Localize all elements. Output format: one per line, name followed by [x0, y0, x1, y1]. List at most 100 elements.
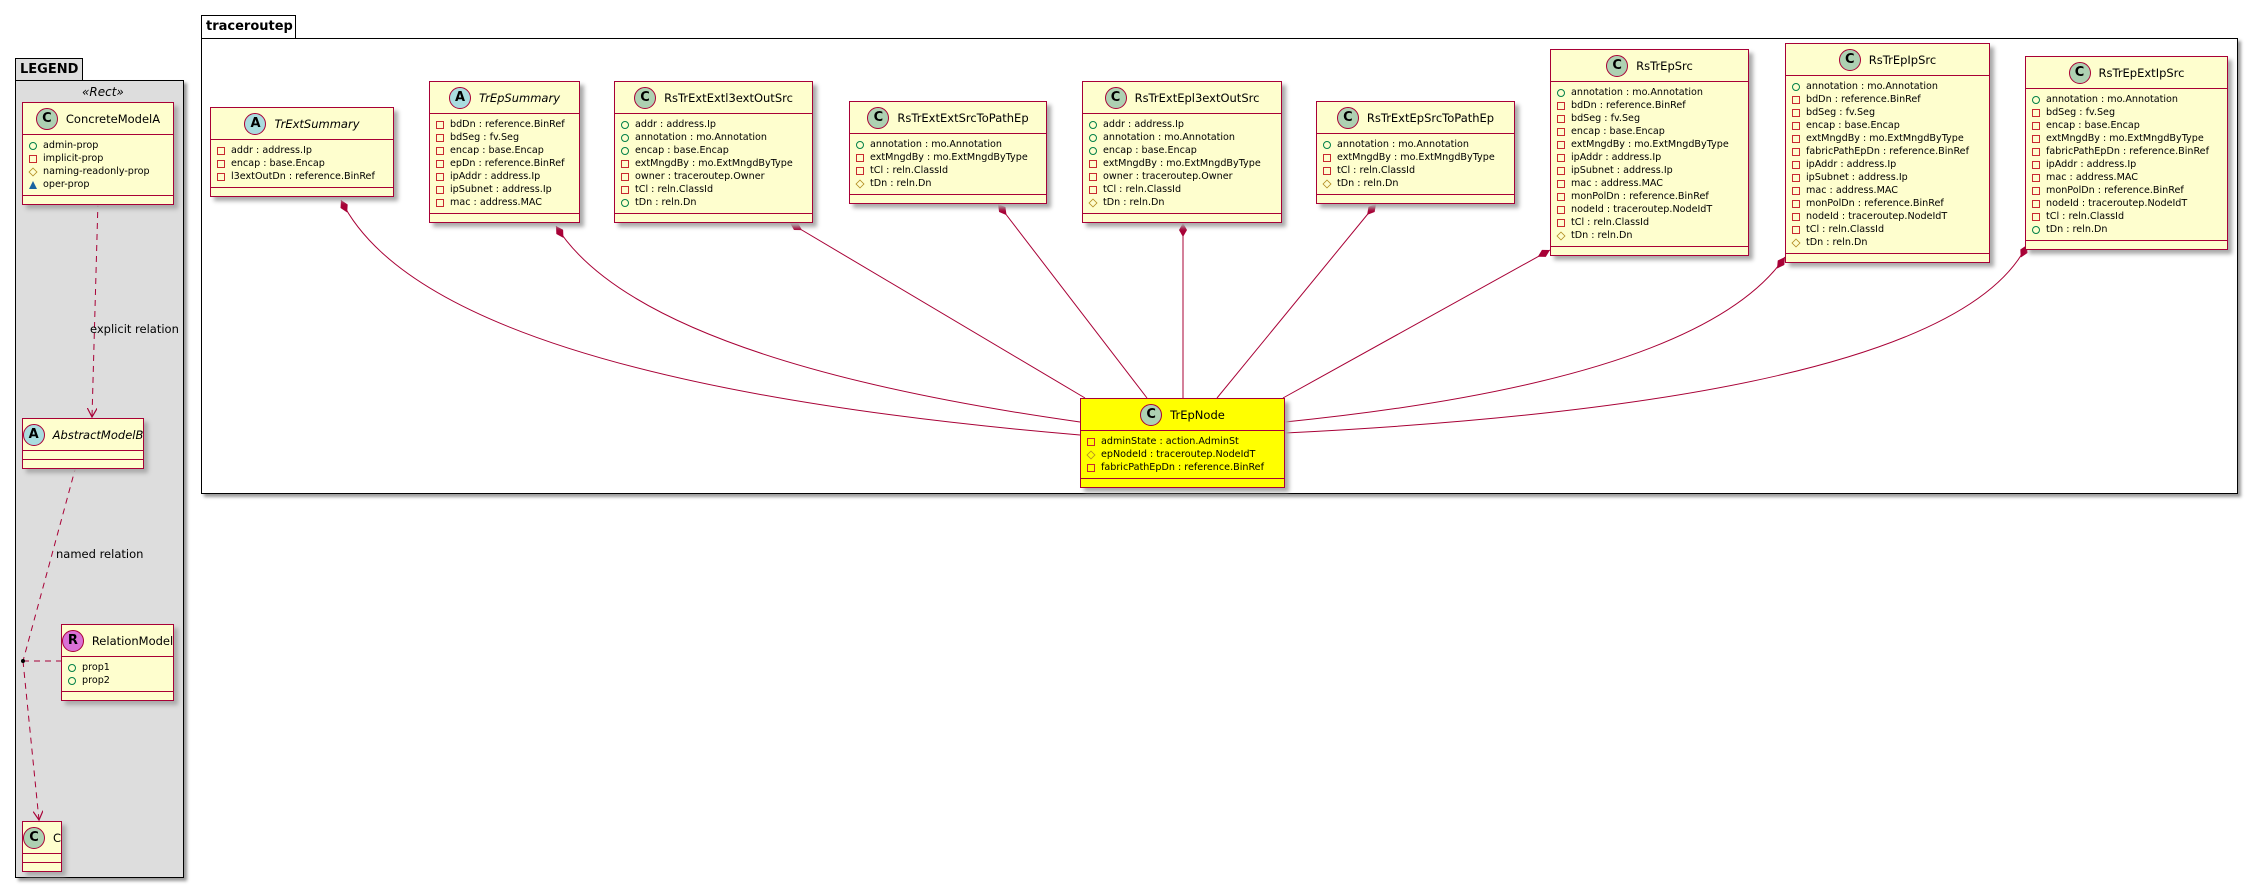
class-methods — [1786, 254, 1989, 262]
attribute-text: tCl : reln.ClassId — [870, 165, 949, 176]
class-attribute: extMngdBy : mo.ExtMngdByType — [2032, 132, 2221, 145]
attribute-text: annotation : mo.Annotation — [2046, 94, 2178, 105]
attribute-text: encap : base.Encap — [450, 145, 544, 156]
class-attribute: mac : address.MAC — [2032, 171, 2221, 184]
private-visibility-icon — [217, 172, 225, 181]
abstract-icon: A — [22, 423, 45, 446]
protected-visibility-icon — [1791, 237, 1801, 248]
class-attribute: ipAddr : address.Ip — [1792, 158, 1983, 171]
class-attribute: nodeId : traceroutep.NodeIdT — [2032, 197, 2221, 210]
private-visibility-icon — [436, 159, 444, 168]
class-methods — [23, 863, 61, 871]
class-attribute: owner : traceroutep.Owner — [1089, 170, 1275, 183]
class-header: C TrEpNode — [1081, 399, 1284, 431]
private-visibility-icon — [1792, 199, 1800, 208]
class-attributes — [23, 451, 143, 460]
protected-visibility-icon — [1088, 197, 1098, 208]
public-visibility-icon — [29, 141, 37, 150]
class-attribute: nodeId : traceroutep.NodeIdT — [1557, 203, 1742, 216]
class-attributes: prop1 prop2 — [62, 657, 173, 692]
attribute-text: encap : base.Encap — [231, 158, 325, 169]
class-concrete-model-a[interactable]: C ConcreteModelA admin-prop implicit-pro… — [22, 102, 174, 205]
class-attribute: encap : base.Encap — [621, 144, 806, 157]
class-attribute: monPolDn : reference.BinRef — [2032, 184, 2221, 197]
private-visibility-icon — [436, 146, 444, 155]
class-tr-ep-node[interactable]: C TrEpNode adminState : action.AdminSt e… — [1080, 398, 1285, 488]
private-visibility-icon — [621, 185, 629, 194]
protected-visibility-icon — [1322, 178, 1332, 189]
private-visibility-icon — [1087, 463, 1095, 472]
class-header: C RsTrExtEpSrcToPathEp — [1317, 102, 1514, 134]
private-visibility-icon — [436, 198, 444, 207]
attribute-text: bdDn : reference.BinRef — [1571, 100, 1686, 111]
class-rs-tr-ep-ext-ip-src[interactable]: C RsTrEpExtIpSrc annotation : mo.Annotat… — [2025, 56, 2228, 250]
class-c[interactable]: C C — [22, 821, 62, 872]
attribute-text: encap : base.Encap — [1806, 120, 1900, 131]
class-rs-tr-ep-ip-src[interactable]: C RsTrEpIpSrc annotation : mo.Annotation… — [1785, 43, 1990, 263]
class-attribute: tCl : reln.ClassId — [1089, 183, 1275, 196]
class-methods — [1317, 195, 1514, 203]
class-methods — [1083, 214, 1281, 222]
public-visibility-icon — [68, 676, 76, 685]
attribute-text: ipSubnet : address.Ip — [450, 184, 552, 195]
attribute-text: tCl : reln.ClassId — [635, 184, 714, 195]
attribute-text: tDn : reln.Dn — [1571, 230, 1633, 241]
class-name: C — [52, 830, 62, 845]
attribute-text: encap : base.Encap — [2046, 120, 2140, 131]
private-visibility-icon — [1089, 172, 1097, 181]
private-visibility-icon — [1792, 121, 1800, 130]
attribute-text: tDn : reln.Dn — [1337, 178, 1399, 189]
attribute-text: ipSubnet : address.Ip — [1571, 165, 1673, 176]
attribute-text: epDn : reference.BinRef — [450, 158, 565, 169]
public-visibility-icon — [621, 146, 629, 155]
attribute-text: annotation : mo.Annotation — [1337, 139, 1469, 150]
public-visibility-icon — [1089, 133, 1097, 142]
class-attribute: mac : address.MAC — [436, 196, 573, 209]
private-visibility-icon — [856, 153, 864, 162]
class-icon: C — [35, 107, 58, 130]
legend-named-relation-target — [22, 660, 39, 820]
composition-rstrepipsrc-trepnode — [1284, 256, 1786, 423]
private-visibility-icon — [621, 172, 629, 181]
public-visibility-icon — [2032, 95, 2040, 104]
class-rs-tr-ext-ext-src-to-path-ep[interactable]: C RsTrExtExtSrcToPathEp annotation : mo.… — [849, 101, 1047, 204]
protected-visibility-icon — [28, 166, 38, 177]
public-visibility-icon — [68, 663, 76, 672]
class-rs-tr-ext-extl3ext-out-src[interactable]: C RsTrExtExtl3extOutSrc addr : address.I… — [614, 81, 813, 223]
private-visibility-icon — [1792, 225, 1800, 234]
class-attribute: epNodeId : traceroutep.NodeIdT — [1086, 448, 1278, 461]
class-attribute: tCl : reln.ClassId — [856, 164, 1040, 177]
class-rs-tr-ep-src[interactable]: C RsTrEpSrc annotation : mo.Annotation b… — [1550, 49, 1749, 256]
private-visibility-icon — [1792, 95, 1800, 104]
attribute-text: mac : address.MAC — [450, 197, 542, 208]
class-attribute: tCl : reln.ClassId — [2032, 210, 2221, 223]
class-attribute: addr : address.Ip — [217, 144, 387, 157]
private-visibility-icon — [436, 120, 444, 129]
attribute-text: tCl : reln.ClassId — [1806, 224, 1885, 235]
public-visibility-icon — [621, 198, 629, 207]
class-attribute: tDn : reln.Dn — [621, 196, 806, 209]
class-tr-ext-summary[interactable]: A TrExtSummary addr : address.Ip encap :… — [210, 107, 394, 197]
class-attribute: epDn : reference.BinRef — [436, 157, 573, 170]
class-attribute: tDn : reln.Dn — [1322, 177, 1508, 190]
attribute-text: monPolDn : reference.BinRef — [1806, 198, 1944, 209]
class-attribute: encap : base.Encap — [436, 144, 573, 157]
class-abstract-model-b[interactable]: A AbstractModelB — [22, 418, 144, 469]
class-tr-ep-summary[interactable]: A TrEpSummary bdDn : reference.BinRef bd… — [429, 81, 580, 223]
class-rs-tr-ext-epl3ext-out-src[interactable]: C RsTrExtEpl3extOutSrc addr : address.Ip… — [1082, 81, 1282, 223]
class-attributes: annotation : mo.Annotation extMngdBy : m… — [850, 134, 1046, 195]
class-attribute: bdDn : reference.BinRef — [1792, 93, 1983, 106]
composition-rstrextextsrctopathep-trepnode — [997, 203, 1148, 399]
class-rs-tr-ext-ep-src-to-path-ep[interactable]: C RsTrExtEpSrcToPathEp annotation : mo.A… — [1316, 101, 1515, 204]
class-name: RsTrExtEpSrcToPathEp — [1366, 110, 1495, 125]
class-relation-model[interactable]: R RelationModel prop1 prop2 — [61, 624, 174, 701]
attribute-text: monPolDn : reference.BinRef — [2046, 185, 2184, 196]
class-attributes: addr : address.Ip annotation : mo.Annota… — [1083, 114, 1281, 214]
private-visibility-icon — [1323, 166, 1331, 175]
class-attribute: ipAddr : address.Ip — [436, 170, 573, 183]
attribute-text: encap : base.Encap — [1571, 126, 1665, 137]
class-icon: C — [867, 106, 890, 129]
attribute-text: extMngdBy : mo.ExtMngdByType — [1103, 158, 1261, 169]
class-attribute: ipSubnet : address.Ip — [436, 183, 573, 196]
legend-stereotype: «Rect» — [82, 85, 124, 99]
